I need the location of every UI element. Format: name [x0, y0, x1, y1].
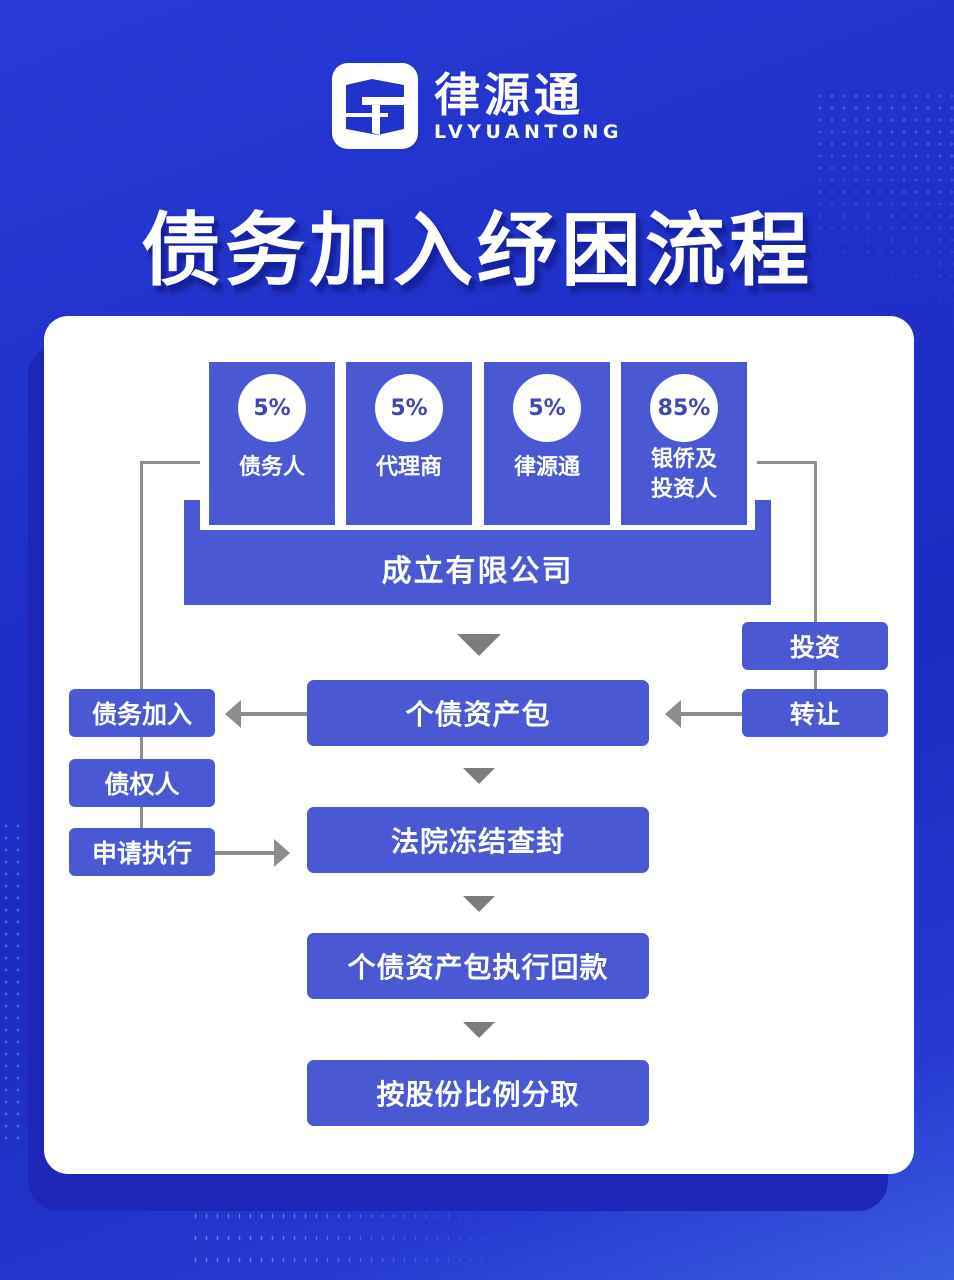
connector-transfer-to-package — [680, 712, 742, 716]
arrow-left-icon — [225, 700, 241, 728]
percent-badge: 5% — [238, 374, 306, 442]
left-branch-label: 债权人 — [104, 770, 180, 799]
connector-right-vertical — [814, 461, 817, 701]
right-branch-label: 投资 — [789, 633, 840, 662]
brand-name-cn: 律源通 — [434, 68, 584, 122]
s-shield-logo-icon — [332, 63, 418, 149]
step-asset-package: 个债资产包 — [307, 680, 649, 746]
left-apply-execution: 申请执行 — [69, 828, 215, 876]
page-title: 债务加入纾困流程 — [141, 204, 813, 297]
percent-badge: 85% — [650, 374, 718, 442]
connector-right-top — [757, 461, 817, 464]
percent-badge: 5% — [513, 374, 581, 442]
brand-logo: 律源通 LVYUANTONG — [332, 62, 623, 150]
arrow-left-icon — [665, 700, 681, 728]
connector-left-top — [140, 461, 200, 464]
percent-badge: 5% — [375, 374, 443, 442]
connector-package-to-left — [240, 712, 307, 716]
decorative-dots-left — [0, 820, 30, 1140]
arrow-down-icon — [463, 1022, 495, 1038]
company-box: 成立有限公司 — [184, 530, 771, 605]
shareholder-investors: 85% 银侨及 投资人 — [621, 362, 747, 525]
shareholder-label: 债务人 — [238, 455, 305, 480]
step-label: 按股份比例分取 — [376, 1078, 580, 1111]
arrow-right-icon — [274, 839, 290, 867]
company-label: 成立有限公司 — [381, 553, 574, 589]
shareholder-lvyuantong: 5% 律源通 — [484, 362, 610, 525]
step-distribute-by-share: 按股份比例分取 — [307, 1060, 649, 1126]
shareholder-debtor: 5% 债务人 — [209, 362, 335, 525]
right-invest: 投资 — [742, 622, 888, 670]
arrow-down-icon — [457, 634, 501, 656]
step-label: 个债资产包执行回款 — [347, 951, 609, 984]
connector-left-vertical — [140, 461, 143, 831]
step-court-freeze: 法院冻结查封 — [307, 807, 649, 873]
left-creditor: 债权人 — [69, 759, 215, 807]
arrow-down-icon — [463, 896, 495, 912]
shareholder-label: 律源通 — [513, 455, 580, 480]
right-transfer: 转让 — [742, 689, 888, 737]
company-notch-left — [184, 500, 200, 530]
decorative-dots-bottom — [190, 1205, 520, 1280]
connector-execution-to-court — [215, 851, 275, 855]
shareholder-label: 代理商 — [375, 455, 442, 480]
left-branch-label: 申请执行 — [91, 839, 192, 868]
step-execution-payment: 个债资产包执行回款 — [307, 933, 649, 999]
right-branch-label: 转让 — [789, 700, 840, 729]
left-branch-label: 债务加入 — [91, 700, 192, 729]
shareholder-label-line1: 银侨及 — [650, 447, 717, 472]
brand-name-en: LVYUANTONG — [434, 121, 624, 143]
shareholder-agent: 5% 代理商 — [346, 362, 472, 525]
company-notch-right — [755, 500, 771, 530]
arrow-down-icon — [463, 768, 495, 784]
left-debt-join: 债务加入 — [69, 689, 215, 737]
shareholder-label-line2: 投资人 — [650, 477, 717, 502]
step-label: 法院冻结查封 — [390, 825, 565, 858]
step-label: 个债资产包 — [405, 698, 551, 731]
